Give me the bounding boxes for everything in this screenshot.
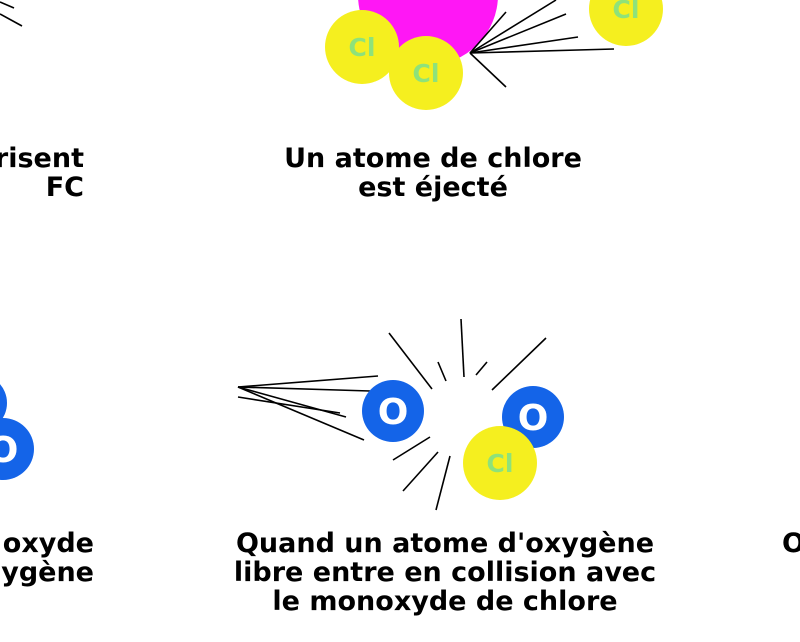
chlorine-label-left: Cl	[349, 33, 376, 62]
caption-bottom-right-line-1: O	[782, 528, 800, 559]
caption-top-center-line-1: Un atome de chlore	[284, 143, 582, 174]
caption-bottom-center-line-2: libre entre en collision avec	[233, 557, 657, 588]
collision-burst-lines	[388, 318, 547, 511]
chlorine-label-bottom: Cl	[413, 59, 440, 88]
ejected-chlorine: Cl	[589, 0, 663, 46]
caption-top-left-line-1: risent	[0, 143, 84, 174]
caption-bottom-center: Quand un atome d'oxygène libre entre en …	[234, 529, 656, 616]
monoxide-chlorine-atom	[463, 426, 537, 500]
chlorine-atom-left	[325, 10, 399, 84]
oxygen-atom-lower	[0, 418, 34, 480]
caption-bottom-center-line-1: Quand un atome d'oxygène	[235, 528, 655, 559]
oxygen-atom-upper	[0, 384, 7, 422]
ejection-motion-lines	[469, 0, 615, 88]
chlorine-atom-bottom	[389, 36, 463, 110]
oxygen-label-lower: O	[0, 430, 18, 471]
bottom-left-oxygen: O	[0, 384, 34, 480]
caption-top-center: Un atome de chlore est éjecté	[284, 144, 582, 202]
top-center-molecule: Cl Cl	[325, 0, 498, 110]
caption-bottom-left: oxyde ygène	[1, 529, 94, 587]
monoxide-chlorine-label: Cl	[487, 449, 514, 478]
free-oxygen-atom	[362, 380, 424, 442]
top-left-motion-lines	[0, 1, 23, 27]
incoming-motion-lines	[237, 375, 379, 441]
free-oxygen-label: O	[378, 392, 409, 433]
caption-top-left: risent FC	[0, 144, 84, 202]
ejected-chlorine-label: Cl	[613, 0, 640, 24]
caption-bottom-left-line-2: ygène	[1, 557, 94, 588]
collision-atoms: O O Cl	[362, 380, 564, 500]
caption-bottom-center-line-3: le monoxyde de chlore	[272, 586, 618, 617]
ejected-chlorine-atom	[589, 0, 663, 46]
caption-bottom-left-line-1: oxyde	[2, 528, 94, 559]
caption-top-left-line-2: FC	[45, 172, 84, 203]
monoxide-oxygen-label: O	[518, 398, 549, 439]
caption-bottom-right: O	[782, 529, 800, 558]
caption-top-center-line-2: est éjecté	[358, 172, 508, 203]
